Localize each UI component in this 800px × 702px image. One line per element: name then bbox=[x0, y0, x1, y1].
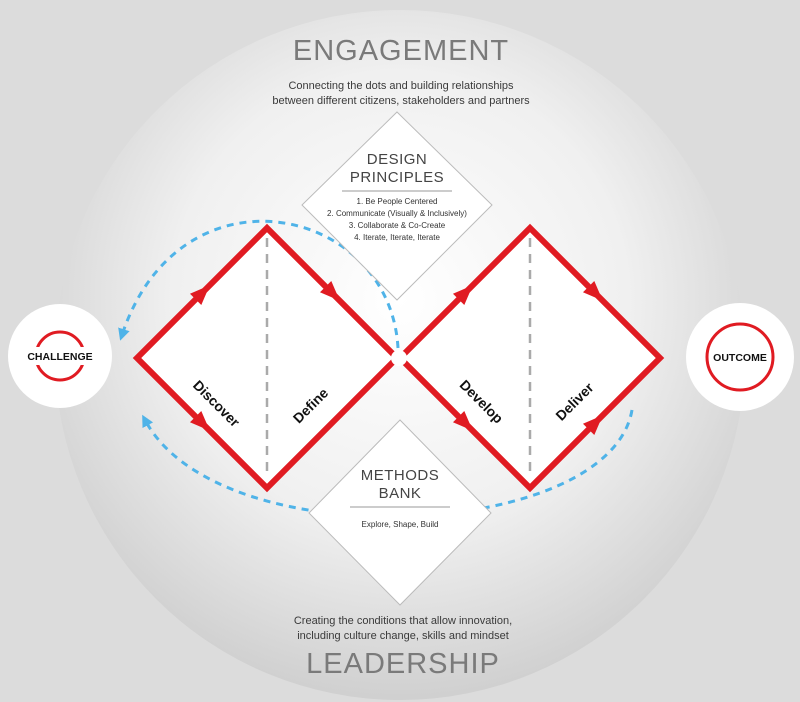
iteration-arrow-top bbox=[118, 219, 400, 349]
methods-bank-heading-1: METHODS bbox=[361, 467, 440, 484]
challenge-label: CHALLENGE bbox=[27, 351, 92, 363]
methods-bank-text: Explore, Shape, Build bbox=[362, 520, 439, 529]
red-arrow-lower-left bbox=[189, 410, 210, 431]
methods-bank-box: METHODS BANK Explore, Shape, Build bbox=[308, 419, 492, 606]
leadership-line-1: Creating the conditions that allow innov… bbox=[294, 615, 512, 627]
diamond-connector bbox=[391, 350, 407, 366]
leadership-title: LEADERSHIP bbox=[306, 648, 500, 680]
outcome-label: OUTCOME bbox=[713, 352, 767, 364]
red-arrow-lower-right bbox=[452, 410, 473, 431]
red-arrow-up-left bbox=[189, 285, 210, 306]
design-principle-1: 1. Be People Centered bbox=[357, 197, 438, 206]
challenge-node: CHALLENGE bbox=[8, 304, 112, 408]
red-arrow-lower-right-up bbox=[582, 415, 603, 436]
red-arrow-up-right bbox=[452, 285, 473, 306]
engagement-title: ENGAGEMENT bbox=[293, 35, 509, 67]
design-principle-2: 2. Communicate (Visually & Inclusively) bbox=[327, 209, 467, 218]
solution-diamond: Develop Deliver bbox=[395, 223, 665, 493]
methods-bank-heading-2: BANK bbox=[379, 485, 422, 502]
design-principle-3: 3. Collaborate & Co-Create bbox=[349, 221, 446, 230]
problem-diamond: Discover Define bbox=[132, 223, 402, 493]
red-arrow-down-right bbox=[582, 280, 603, 301]
red-arrow-down-left bbox=[319, 280, 340, 301]
design-principles-heading-1: DESIGN bbox=[367, 151, 428, 168]
engagement-line-2: between different citizens, stakeholders… bbox=[272, 95, 530, 107]
outcome-node: OUTCOME bbox=[686, 303, 794, 411]
engagement-line-1: Connecting the dots and building relatio… bbox=[288, 80, 514, 92]
design-principle-4: 4. Iterate, Iterate, Iterate bbox=[354, 233, 440, 242]
design-principles-box: DESIGN PRINCIPLES 1. Be People Centered … bbox=[301, 111, 493, 301]
design-principles-heading-2: PRINCIPLES bbox=[350, 169, 444, 186]
leadership-line-2: including culture change, skills and min… bbox=[297, 630, 509, 642]
